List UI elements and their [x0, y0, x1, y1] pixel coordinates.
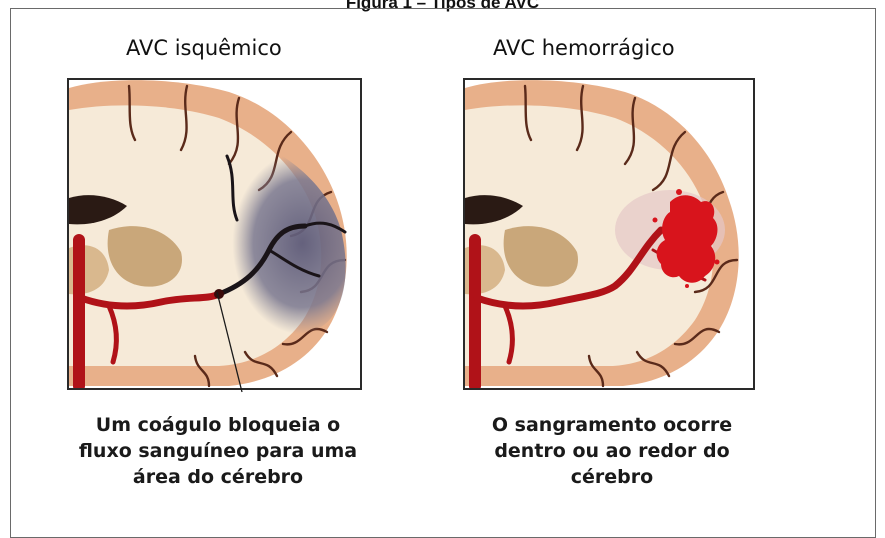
caption-ischemic: Um coágulo bloqueia o fluxo sanguíneo pa… — [63, 412, 373, 490]
panel-title-hemorrhagic: AVC hemorrágico — [493, 36, 675, 60]
caption-ischemic-line-1: Um coágulo bloqueia o — [63, 412, 373, 438]
hemorrhagic-brain-illustration — [463, 78, 755, 390]
caption-hemorrhagic-line-1: O sangramento ocorre — [462, 412, 762, 438]
caption-hemorrhagic: O sangramento ocorre dentro ou ao redor … — [462, 412, 762, 490]
caption-hemorrhagic-line-3: cérebro — [462, 464, 762, 490]
caption-ischemic-line-2: fluxo sanguíneo para uma — [63, 438, 373, 464]
hemorrhagic-brain-svg — [465, 80, 753, 388]
caption-ischemic-line-3: área do cérebro — [63, 464, 373, 490]
caption-hemorrhagic-line-2: dentro ou ao redor do — [462, 438, 762, 464]
